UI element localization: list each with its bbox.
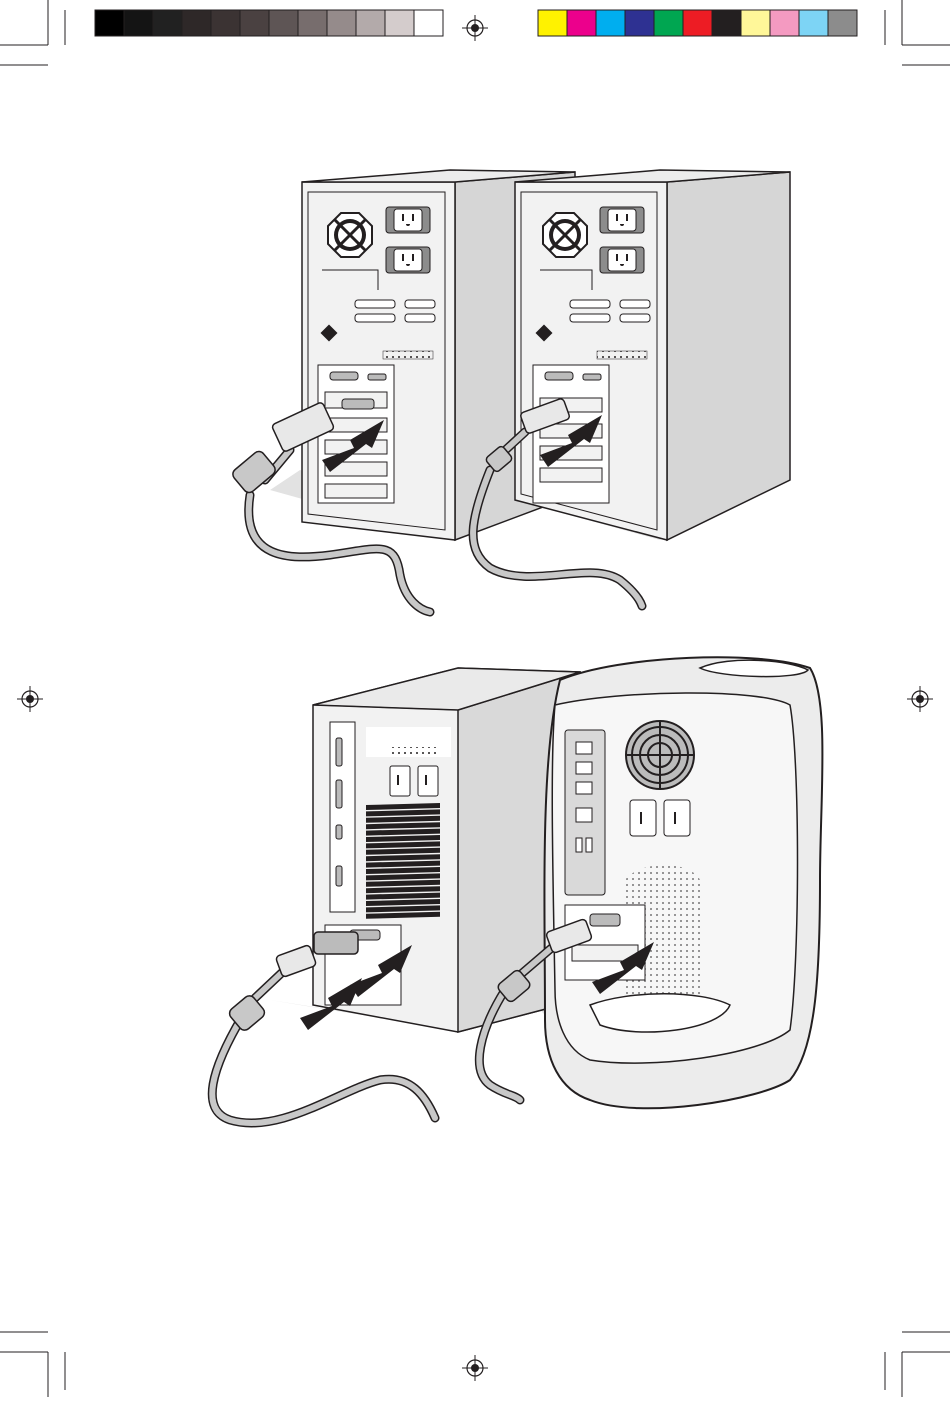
calibration-swatch [596, 10, 625, 36]
power-outlet-icon [386, 207, 430, 233]
calibration-swatch [567, 10, 596, 36]
tower-pc-right [515, 170, 790, 540]
calibration-swatch [327, 10, 356, 36]
registration-mark-right [907, 686, 933, 712]
calibration-swatch [828, 10, 857, 36]
registration-mark-top [462, 15, 488, 41]
fan-icon [328, 213, 372, 257]
calibration-swatch [298, 10, 327, 36]
calibration-swatch [538, 10, 567, 36]
fan-icon [543, 213, 587, 257]
calibration-swatch [712, 10, 741, 36]
power-outlet-icon [600, 247, 644, 273]
registration-mark-bottom [462, 1355, 488, 1381]
grayscale-calibration-bar [95, 10, 443, 36]
calibration-swatch [654, 10, 683, 36]
calibration-swatch [153, 10, 182, 36]
calibration-swatch [741, 10, 770, 36]
calibration-swatch [182, 10, 211, 36]
registration-mark-left [17, 686, 43, 712]
calibration-swatch [625, 10, 654, 36]
calibration-swatch [211, 10, 240, 36]
calibration-swatch [356, 10, 385, 36]
calibration-swatch [799, 10, 828, 36]
power-outlet-icon [600, 207, 644, 233]
fan-icon [626, 721, 694, 789]
calibration-swatch [414, 10, 443, 36]
calibration-swatch [385, 10, 414, 36]
desktop-pc [313, 668, 580, 1032]
calibration-swatch [124, 10, 153, 36]
calibration-swatch [683, 10, 712, 36]
calibration-swatch [240, 10, 269, 36]
calibration-swatch [269, 10, 298, 36]
color-calibration-bar [538, 10, 857, 36]
calibration-swatch [95, 10, 124, 36]
power-outlet-icon [386, 247, 430, 273]
mac-tower [544, 657, 822, 1108]
figure-top [230, 170, 790, 612]
calibration-swatch [770, 10, 799, 36]
figure-bottom [212, 657, 822, 1123]
